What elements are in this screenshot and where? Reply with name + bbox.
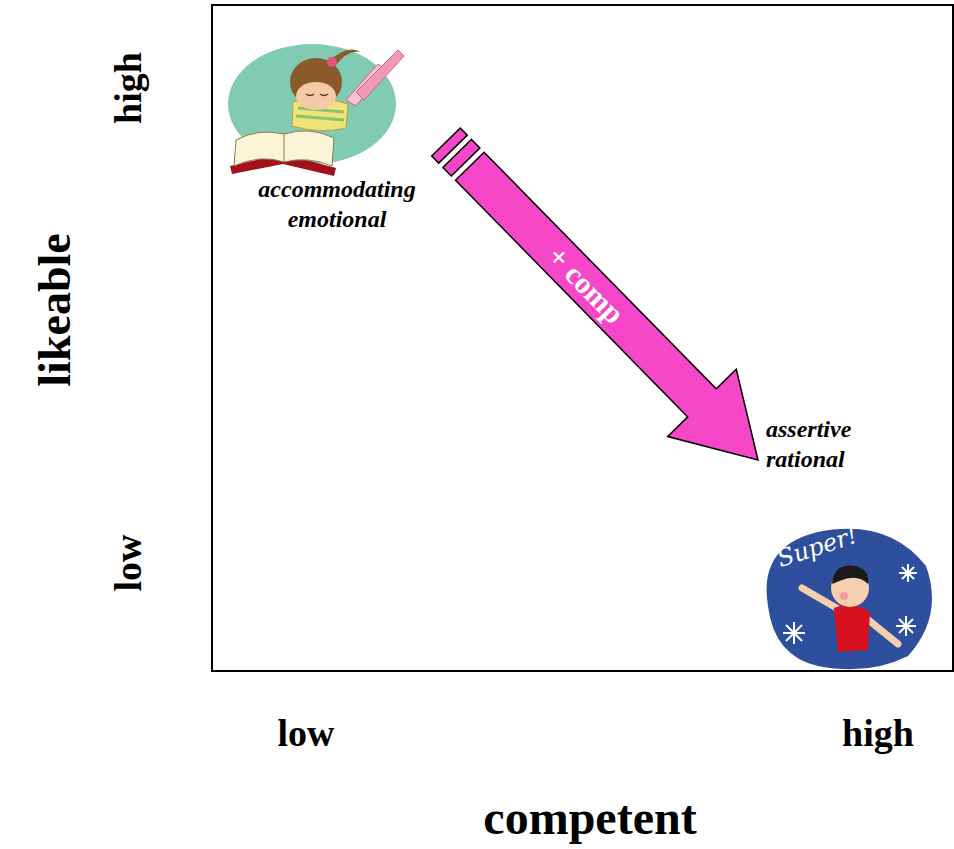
exclamation-text: Super! xyxy=(773,520,861,574)
girl-face xyxy=(296,82,336,110)
shirt-stripes xyxy=(296,108,344,120)
persona-node: accommodating emotional xyxy=(228,42,446,234)
connector-layer xyxy=(432,128,758,460)
persona-traits: assertive rational xyxy=(758,414,926,474)
tick-label: high xyxy=(109,52,147,124)
tick-label: low xyxy=(278,714,335,752)
persona-traits: accommodating emotional xyxy=(232,174,442,234)
fat-arrow xyxy=(456,152,758,460)
star-sparkle xyxy=(899,564,917,582)
boy-shirt xyxy=(834,605,870,652)
star-sparkle xyxy=(783,622,805,644)
girl-ponytail xyxy=(328,50,360,68)
tick-label: high xyxy=(842,714,914,752)
girl-eyes xyxy=(306,94,328,96)
girl-bow xyxy=(327,57,337,67)
girl-illustration xyxy=(228,44,404,176)
illustration-space xyxy=(228,42,446,174)
boy-cheek xyxy=(840,592,848,600)
book-pages xyxy=(234,131,334,166)
boy-arm xyxy=(866,618,898,644)
plot-frame xyxy=(212,5,953,671)
axis-title: likeable xyxy=(32,233,78,386)
girl-leg xyxy=(356,50,404,100)
boy-hair xyxy=(832,565,868,584)
arrow-label: + comp xyxy=(542,240,630,329)
persona-node: assertive rationalSuper! xyxy=(758,414,938,671)
star-sparkle xyxy=(896,616,916,636)
arrow-dash xyxy=(443,139,480,176)
book-spine xyxy=(284,134,285,162)
tick-label: low xyxy=(109,535,147,592)
axis-title: competent xyxy=(483,794,696,842)
